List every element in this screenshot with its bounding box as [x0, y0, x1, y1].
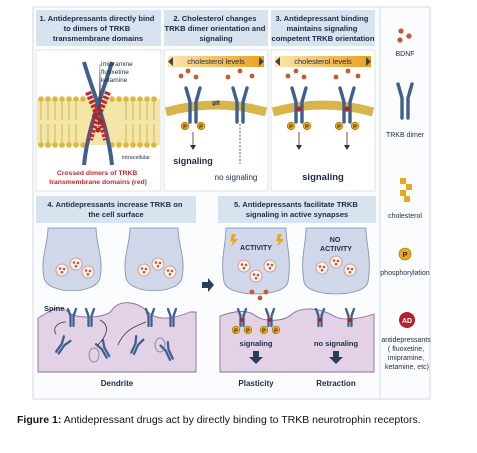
curved-membrane — [164, 100, 268, 117]
no-signaling-label: no signaling — [314, 339, 359, 348]
ad-dots — [240, 318, 352, 322]
curved-membrane — [271, 100, 375, 117]
caption-text: Antidepressant drugs act by directly bin… — [63, 414, 421, 426]
arrow-right-icon — [366, 57, 371, 66]
cholesterol-legend-label: cholesterol — [388, 213, 422, 220]
antidepressant-legend-icon — [399, 312, 415, 328]
cholesterol-legend-icon — [400, 178, 412, 202]
panel-4-title: 4. Antidepressants increase TRKB on the … — [47, 200, 184, 219]
panel-5-title: 5. Antidepressants facilitate TRKB signa… — [234, 200, 360, 219]
panel-1-title: 1. Antidepressants directly bind to dime… — [39, 14, 156, 43]
panel-3-title-box — [271, 10, 375, 46]
panel-1: 1. Antidepressants directly bind to dime… — [35, 10, 162, 192]
panel-2-title: 2. Cholesterol changes TRKB dimer orient… — [165, 14, 268, 43]
cholesterol-levels-label: cholesterol levels — [294, 57, 352, 66]
trkb-legend-label: TRKB dimer — [386, 132, 425, 139]
dendrite-label: Dendrite — [101, 379, 134, 388]
intracellular-label: intracellular — [122, 155, 150, 161]
panel-2: 2. Cholesterol changes TRKB dimer orient… — [163, 10, 269, 192]
cholesterol-gradient-bar — [275, 56, 371, 67]
presynaptic-terminal-active — [222, 227, 290, 295]
signal-arrowhead — [190, 145, 196, 150]
signaling-label: signaling — [173, 156, 213, 166]
trafficking-arrows — [54, 319, 147, 346]
bdnf-legend-label: BDNF — [395, 51, 414, 58]
panel-1-title-box — [36, 10, 161, 46]
bdnf-legend-icon — [397, 28, 412, 43]
arrow-left-icon — [275, 57, 280, 66]
activity-label: ACTIVITY — [240, 245, 272, 252]
phosphorylation-legend-label: phosphorylation — [380, 270, 430, 277]
drug-pointer-lines — [97, 63, 102, 130]
phosphorylation-legend-icon — [398, 247, 412, 261]
ad-dots — [296, 106, 350, 112]
plasticity-label: Plasticity — [238, 379, 274, 388]
arrow-right-icon — [259, 57, 264, 66]
internal-vesicles — [88, 337, 166, 363]
panel-5-title-box — [218, 196, 376, 223]
cholesterol-gradient-bar — [168, 56, 264, 67]
retraction-label: Retraction — [316, 379, 356, 388]
down-arrow-icon — [249, 351, 343, 364]
lightning-icon — [230, 234, 284, 247]
panel-3-body — [270, 49, 376, 192]
antidepressant-legend-badge: AD — [402, 318, 412, 325]
no-activity-label: NO ACTIVITY — [320, 237, 352, 253]
legend: BDNF TRKB dimer cholesterol P phosphoryl… — [380, 28, 432, 371]
figure-caption: Figure 1: Antidepressant drugs act by di… — [17, 413, 461, 427]
arrow-left-icon — [168, 57, 173, 66]
signaling-label: signaling — [302, 172, 344, 183]
caption-label: Figure 1: — [17, 414, 62, 426]
antidepressant-legend-label: antidepressants ( fluoxetine, imipramine… — [381, 337, 432, 371]
crossed-dimers-label: Crossed dimers of TRKB transmembrane dom… — [49, 170, 147, 186]
phosphorylation-legend-letter: P — [402, 250, 407, 259]
equilibrium-icon: ⇌ — [212, 98, 220, 109]
signal-arrowhead — [344, 145, 350, 150]
signaling-label: signaling — [240, 339, 273, 348]
cholesterol-levels-label: cholesterol levels — [187, 57, 245, 66]
drug-names: imipramine fluoxetine ketamine — [101, 61, 135, 84]
panel-5: 5. Antidepressants facilitate TRKB signa… — [218, 196, 376, 388]
transition-arrow-icon — [202, 278, 214, 292]
panel-2-title-box — [164, 10, 268, 46]
panel-2-body — [163, 49, 269, 192]
panel-3: 3. Antidepressant binding maintains sign… — [270, 10, 376, 192]
crossed-trkb-dimer — [82, 61, 114, 166]
panel-3-title: 3. Antidepressant binding maintains sign… — [272, 14, 375, 43]
panel-4: 4. Antidepressants increase TRKB on the … — [36, 196, 197, 388]
signal-arrowhead — [296, 145, 302, 150]
spine-label: Spine — [44, 304, 64, 313]
no-signaling-label: no signaling — [215, 173, 258, 182]
panel-4-title-box — [36, 196, 196, 223]
